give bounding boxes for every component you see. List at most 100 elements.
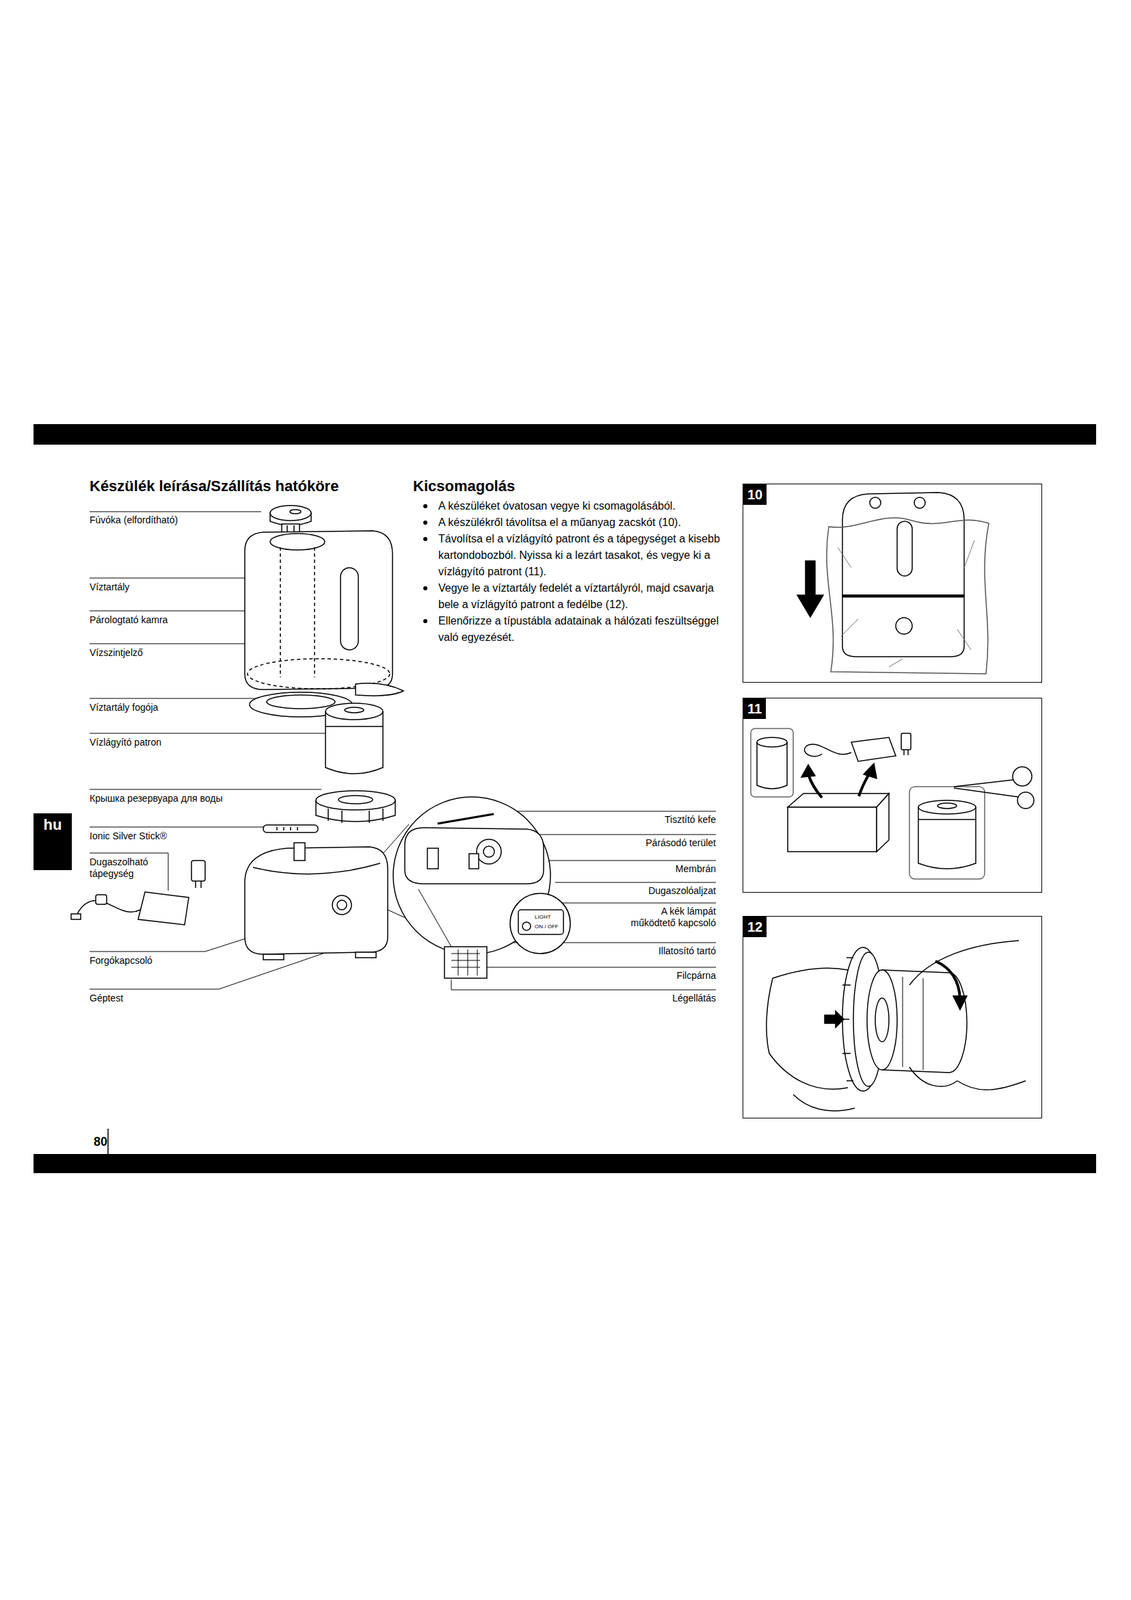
figure-panel: 11 xyxy=(742,697,1043,893)
part-label: Dugaszolható tápegység xyxy=(89,856,158,880)
base-housing xyxy=(337,899,347,910)
cartridge xyxy=(344,707,364,713)
figure-11-art xyxy=(863,763,877,779)
part-label: Párásodó terület xyxy=(565,836,716,849)
figure-10-art xyxy=(797,492,989,674)
figure-12-art xyxy=(953,995,967,1010)
part-label: Vízszintjelző xyxy=(89,646,241,659)
magnifier xyxy=(393,796,571,978)
power-supply xyxy=(138,891,189,925)
tank-lid xyxy=(315,790,396,823)
figure-10-art xyxy=(897,521,913,576)
figure-number: 12 xyxy=(743,916,767,937)
figure-12-art xyxy=(902,976,924,1070)
figure-11-art xyxy=(801,764,816,777)
figure-11-art xyxy=(953,787,1019,797)
base-housing xyxy=(244,842,388,960)
figure-11-art xyxy=(901,733,911,750)
figure-11-art xyxy=(750,728,1034,879)
nozzle xyxy=(270,505,312,521)
switch-text: LIGHT xyxy=(534,913,563,920)
leader-line xyxy=(89,577,255,579)
silver-stick xyxy=(296,826,299,831)
page-bar xyxy=(33,423,1097,445)
water-tank xyxy=(355,683,404,696)
magnifier xyxy=(393,796,551,954)
switch-text: ON / OFF xyxy=(534,923,563,930)
leader-line xyxy=(89,826,269,828)
magnifier xyxy=(437,813,494,824)
leader-line xyxy=(451,979,716,990)
power-supply xyxy=(191,860,206,881)
base-housing xyxy=(244,846,388,954)
leader-line xyxy=(459,966,716,968)
figure-12-art xyxy=(867,969,898,1070)
cartridge xyxy=(325,702,383,720)
part-label: Géptest xyxy=(89,992,241,1004)
figure-11-art xyxy=(808,774,822,798)
nozzle xyxy=(289,509,301,514)
figure-11-art xyxy=(918,818,976,820)
power-supply xyxy=(71,913,81,920)
bullet-text: Vegye le a víztartály fedelét a víztartá… xyxy=(438,579,726,613)
heading: Kicsomagolás xyxy=(413,477,701,496)
figure-11-art xyxy=(937,802,957,809)
silver-stick xyxy=(263,824,318,833)
figure-11-art xyxy=(909,786,985,879)
part-label: Ionic Silver Stick® xyxy=(89,830,254,842)
figure-10-art xyxy=(869,497,881,509)
base-housing xyxy=(263,953,284,960)
bullet-text: Távolítsa el a vízlágyító patront és a t… xyxy=(438,530,726,580)
tank-lid xyxy=(341,810,343,823)
bullet-text: A készüléket óvatosan vegye ki csomagolá… xyxy=(438,497,726,515)
part-label: A kék lámpát működtető kapcsoló xyxy=(620,905,716,929)
figure-11-art xyxy=(851,737,896,762)
magnifier xyxy=(469,853,479,869)
figure-10-art xyxy=(837,540,975,667)
base-housing xyxy=(294,842,305,861)
figure-10-art xyxy=(805,560,816,597)
tank-lid xyxy=(315,790,396,810)
tank-lid xyxy=(338,795,373,804)
leader-line xyxy=(89,698,271,699)
leader-line xyxy=(89,789,322,790)
figure-11-art xyxy=(907,749,909,755)
part-label: Légellátás xyxy=(565,992,716,1004)
figure-12-art xyxy=(824,1010,844,1028)
power-supply xyxy=(76,899,141,915)
figure-11-art xyxy=(858,772,870,796)
part-label: Forgókapcsoló xyxy=(89,954,241,967)
leader-line xyxy=(89,511,262,513)
bullet-dot xyxy=(423,520,428,525)
figure-panel: 12 xyxy=(742,915,1043,1119)
base-housing xyxy=(355,951,377,958)
magnifier xyxy=(404,827,544,884)
figure-11-art xyxy=(918,800,976,814)
bullet-dot xyxy=(423,586,428,591)
language-tab: hu xyxy=(33,813,72,870)
figure-10-art xyxy=(895,617,913,634)
water-tank xyxy=(340,567,359,650)
figure-12-art xyxy=(766,967,855,1111)
tank-lid xyxy=(368,810,370,823)
part-label: Fúvóka (elfordítható) xyxy=(89,514,254,526)
magnifier xyxy=(483,845,495,857)
page-number-rule xyxy=(107,1128,109,1154)
part-label: Крышка резервуара для воды xyxy=(89,792,295,805)
figure-11-art xyxy=(750,728,794,797)
figure-number: 11 xyxy=(743,698,766,719)
bullet-dot xyxy=(423,503,428,509)
cartridge xyxy=(325,725,383,727)
heading: Készülék leírása/Szállítás hatóköre xyxy=(89,477,411,496)
figure-10-art xyxy=(842,594,965,657)
page-bar xyxy=(33,1153,1097,1173)
part-label: Párologtató kamra xyxy=(89,614,241,626)
figure-10-art xyxy=(826,517,989,674)
figure-11-art xyxy=(876,793,889,852)
water-tank xyxy=(279,547,282,677)
figure-11-art xyxy=(804,743,852,757)
part-label: Tisztító kefe xyxy=(565,813,716,826)
figure-12-art xyxy=(766,940,1026,1111)
tab-text: hu xyxy=(33,813,72,834)
